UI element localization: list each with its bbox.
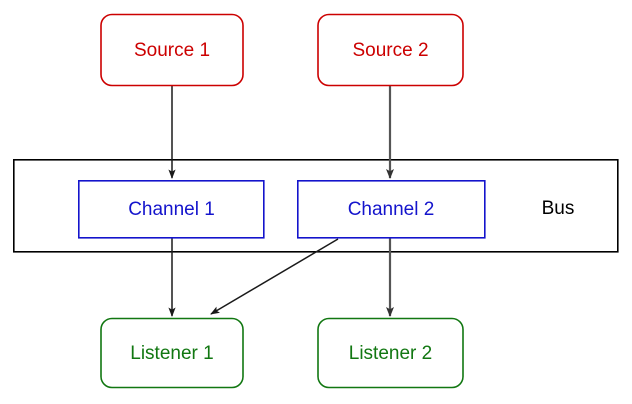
node-channel-1[interactable]: Channel 1: [78, 180, 265, 239]
edge-channel2-to-listener1: [210, 238, 339, 315]
channel-1-box[interactable]: [78, 180, 265, 239]
edge-group: [168, 86, 394, 317]
channel-2-box[interactable]: [296, 180, 486, 239]
listener-2-box[interactable]: [317, 317, 464, 389]
listener-1-box[interactable]: [100, 317, 244, 389]
source-1-label: Source 1: [134, 40, 210, 61]
node-listener-2[interactable]: Listener 2: [317, 317, 464, 389]
listener-1-label: Listener 1: [130, 343, 213, 364]
source-2-box[interactable]: [317, 13, 464, 87]
channel-2-label: Channel 2: [348, 199, 435, 220]
node-source-1[interactable]: Source 1: [100, 13, 244, 87]
listener-2-label: Listener 2: [349, 343, 432, 364]
node-listener-1[interactable]: Listener 1: [100, 317, 244, 389]
node-source-2[interactable]: Source 2: [317, 13, 464, 87]
source-2-label: Source 2: [352, 40, 428, 61]
node-channel-2[interactable]: Channel 2: [296, 180, 486, 239]
source-1-box[interactable]: [100, 13, 244, 87]
channel-1-label: Channel 1: [128, 199, 215, 220]
bus-label: Bus: [542, 198, 575, 219]
